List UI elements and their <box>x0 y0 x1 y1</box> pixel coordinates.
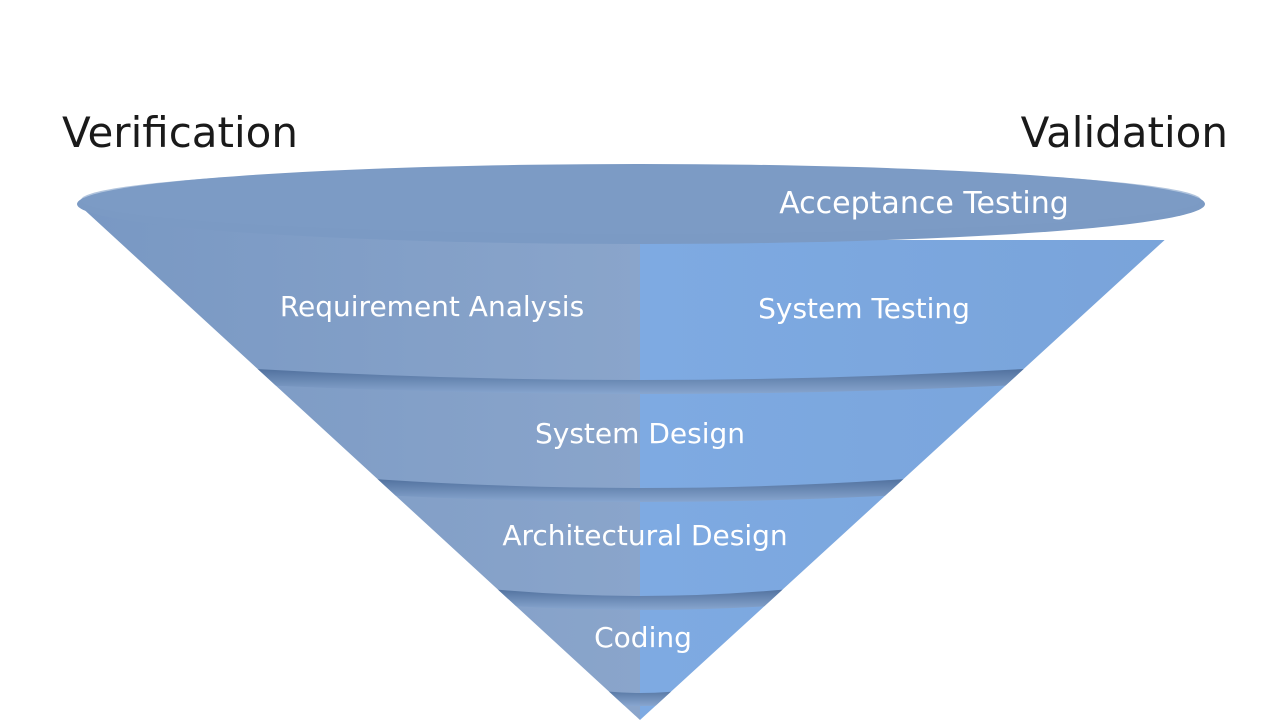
coding-label: Coding <box>594 621 692 654</box>
layer-separator-1 <box>240 368 1040 394</box>
layer-separator-3 <box>480 588 800 610</box>
verification-heading: Verification <box>62 108 298 157</box>
system-testing-label: System Testing <box>758 292 970 325</box>
layer-separator-2 <box>360 478 920 502</box>
verification-half <box>78 204 640 720</box>
acceptance-testing-label: Acceptance Testing <box>779 186 1069 221</box>
system-design-label: System Design <box>535 417 745 450</box>
validation-heading: Validation <box>1020 108 1228 157</box>
requirement-analysis-label: Requirement Analysis <box>280 290 584 323</box>
architectural-design-label: Architectural Design <box>502 519 787 552</box>
